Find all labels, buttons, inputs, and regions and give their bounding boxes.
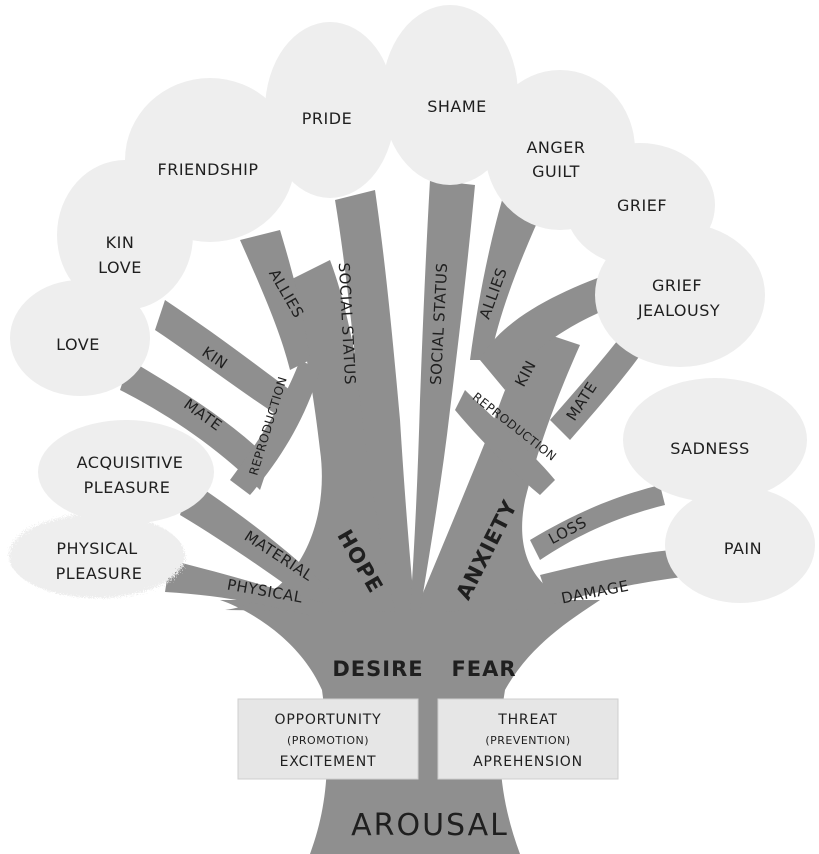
label-shame: SHAME	[427, 97, 487, 116]
label-kin-love-2: LOVE	[98, 258, 142, 277]
threat-sub: (PREVENTION)	[485, 734, 570, 747]
opportunity-bottom: EXCITEMENT	[280, 754, 377, 770]
label-arousal: AROUSAL	[351, 808, 509, 843]
label-love: LOVE	[56, 335, 100, 354]
label-kin-love-1: KIN	[106, 233, 135, 252]
leaf-acquisitive-pleasure	[38, 420, 214, 524]
leaf-grief-jealousy	[595, 223, 765, 367]
label-sadness: SADNESS	[670, 439, 750, 458]
label-fear: FEAR	[451, 657, 516, 681]
label-acquisitive-pleasure-2: PLEASURE	[84, 478, 171, 497]
threat-box: THREAT (PREVENTION) APREHENSION	[438, 699, 618, 779]
label-pride: PRIDE	[302, 109, 352, 128]
label-grief: GRIEF	[617, 196, 667, 215]
label-grief-jealousy-1: GRIEF	[652, 276, 702, 295]
label-physical-pleasure-2: PLEASURE	[56, 564, 143, 583]
opportunity-title: OPPORTUNITY	[275, 712, 382, 728]
label-desire: DESIRE	[332, 657, 423, 681]
label-anger-guilt-2: GUILT	[532, 162, 580, 181]
label-anger-guilt-1: ANGER	[526, 138, 585, 157]
threat-title: THREAT	[497, 712, 558, 728]
label-physical-pleasure-1: PHYSICAL	[56, 539, 137, 558]
label-pain: PAIN	[724, 539, 762, 558]
label-friendship: FRIENDSHIP	[158, 160, 259, 179]
opportunity-box: OPPORTUNITY (PROMOTION) EXCITEMENT	[238, 699, 418, 779]
branch-loss	[530, 485, 665, 560]
label-acquisitive-pleasure-1: ACQUISITIVE	[77, 453, 184, 472]
opportunity-sub: (PROMOTION)	[287, 734, 369, 747]
threat-bottom: APREHENSION	[473, 754, 583, 770]
label-grief-jealousy-2: JEALOUSY	[637, 301, 720, 320]
